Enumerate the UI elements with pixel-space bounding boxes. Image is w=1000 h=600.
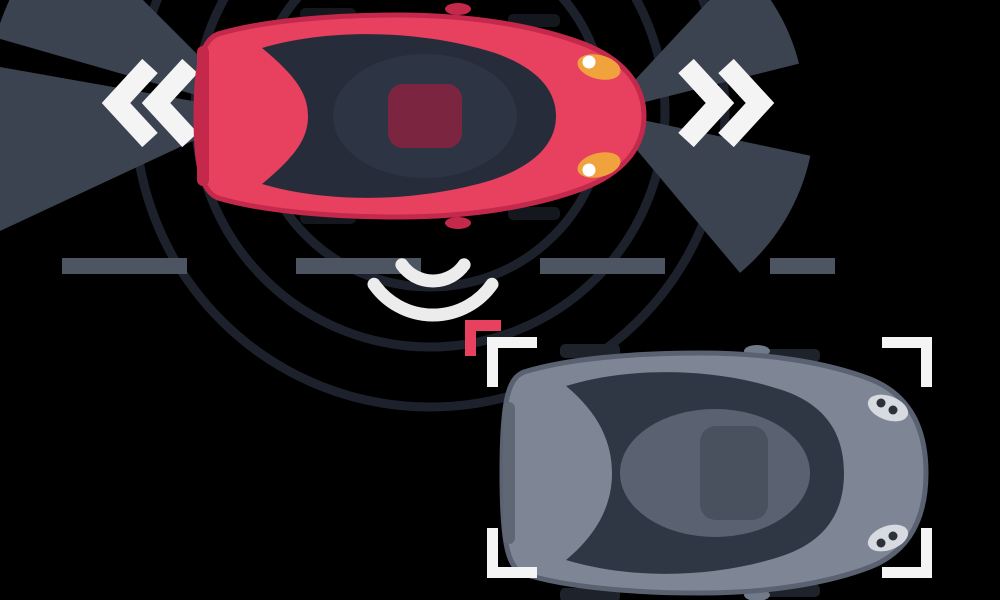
lane-dash xyxy=(62,258,187,274)
red-car-sunroof xyxy=(388,84,462,148)
frame-corner-bottom-right xyxy=(882,528,932,578)
sonar-waves-icon xyxy=(367,258,499,322)
red-car-wheel xyxy=(508,207,560,220)
lane-dash xyxy=(296,258,421,274)
sensor-fan-left-upper xyxy=(0,0,255,112)
gray-car-wheel xyxy=(560,344,620,358)
gray-car-wheels xyxy=(560,344,820,600)
red-car-headlight-bottom xyxy=(577,152,621,178)
red-car-mirror xyxy=(445,217,471,229)
gray-car-headlight-top xyxy=(867,394,909,422)
sensor-fan-right-lower xyxy=(605,112,811,273)
chevron-left-arrow-1 xyxy=(101,58,158,148)
chevron-right-icon xyxy=(678,58,775,148)
gray-car-headlight-bottom xyxy=(867,524,909,552)
lane-dash xyxy=(770,258,835,274)
headlight-dot xyxy=(876,398,886,408)
red-corner-bracket-icon xyxy=(465,320,501,356)
headlight-dot xyxy=(876,538,886,548)
lane-dash xyxy=(540,258,665,274)
lane-dashes xyxy=(62,258,835,274)
target-frame-corners-icon xyxy=(487,337,932,578)
sensor-fan-right-upper xyxy=(605,0,799,112)
red-car-rear-trim xyxy=(197,46,209,186)
red-car xyxy=(193,3,647,229)
frame-corner-top-left xyxy=(487,337,537,387)
frame-corner-top-right xyxy=(882,337,932,387)
chevron-left-arrow-2 xyxy=(141,58,198,148)
gray-car-roof-box xyxy=(700,426,768,520)
headlight-dot xyxy=(582,163,596,177)
sonar-wave-inner xyxy=(395,258,471,288)
frame-corner-bottom-left xyxy=(487,528,537,578)
red-car-mirror xyxy=(445,3,471,15)
sensor-fan-left-lower xyxy=(0,67,255,232)
chevron-right-arrow-2 xyxy=(718,58,775,148)
headlight-dot xyxy=(888,405,898,415)
red-car-headlight-top xyxy=(577,54,621,80)
headlight-dot xyxy=(582,55,596,69)
gray-car-rear-trim xyxy=(503,402,515,544)
sonar-wave-outer xyxy=(367,277,499,322)
chevron-right-arrow-1 xyxy=(678,58,735,148)
sensor-fans xyxy=(0,0,811,273)
headlight-dot xyxy=(888,531,898,541)
chevron-left-icon xyxy=(101,58,198,148)
gray-car xyxy=(499,344,929,600)
